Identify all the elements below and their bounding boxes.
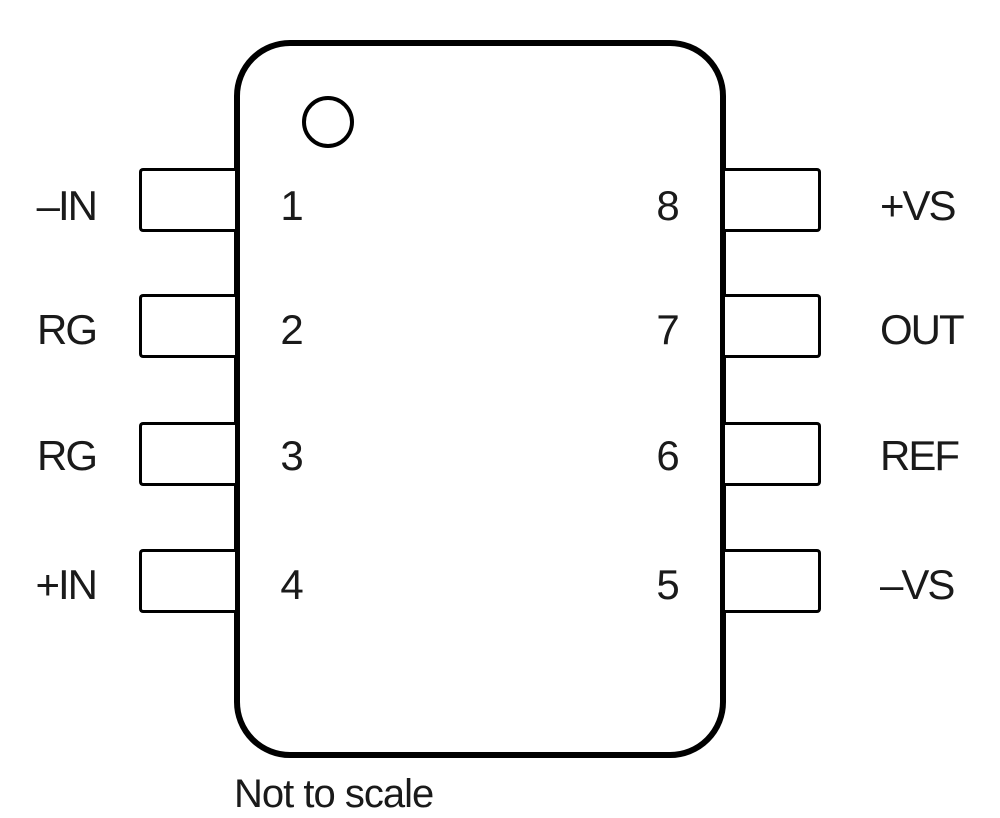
pin-number-4: 4 <box>280 561 304 608</box>
pin-lead-1 <box>139 168 235 232</box>
pin-label-3: RG <box>37 432 98 479</box>
pin-number-6: 6 <box>656 432 680 479</box>
ic-package-body <box>234 40 726 758</box>
pin-label-5: –VS <box>880 561 955 608</box>
pin-lead-6 <box>725 422 821 486</box>
pin-label-4: +IN <box>35 561 98 608</box>
pin-lead-3 <box>139 422 235 486</box>
scale-caption: Not to scale <box>234 772 434 816</box>
pin-number-5: 5 <box>656 561 680 608</box>
pin-label-2: RG <box>37 306 98 353</box>
pin-number-3: 3 <box>280 432 304 479</box>
pin-label-1: –IN <box>36 182 98 229</box>
pin-label-7: OUT <box>880 306 965 353</box>
pin-lead-4 <box>139 549 235 613</box>
pin-number-1: 1 <box>280 182 304 229</box>
pin-label-8: +VS <box>880 182 957 229</box>
pin-number-7: 7 <box>656 306 680 353</box>
pin-lead-8 <box>725 168 821 232</box>
pin-lead-2 <box>139 294 235 358</box>
pin1-indicator-circle <box>302 96 354 148</box>
pin-number-8: 8 <box>656 182 680 229</box>
pin-lead-7 <box>725 294 821 358</box>
pin-number-2: 2 <box>280 306 304 353</box>
pin-lead-5 <box>725 549 821 613</box>
pin-label-6: REF <box>880 432 960 479</box>
